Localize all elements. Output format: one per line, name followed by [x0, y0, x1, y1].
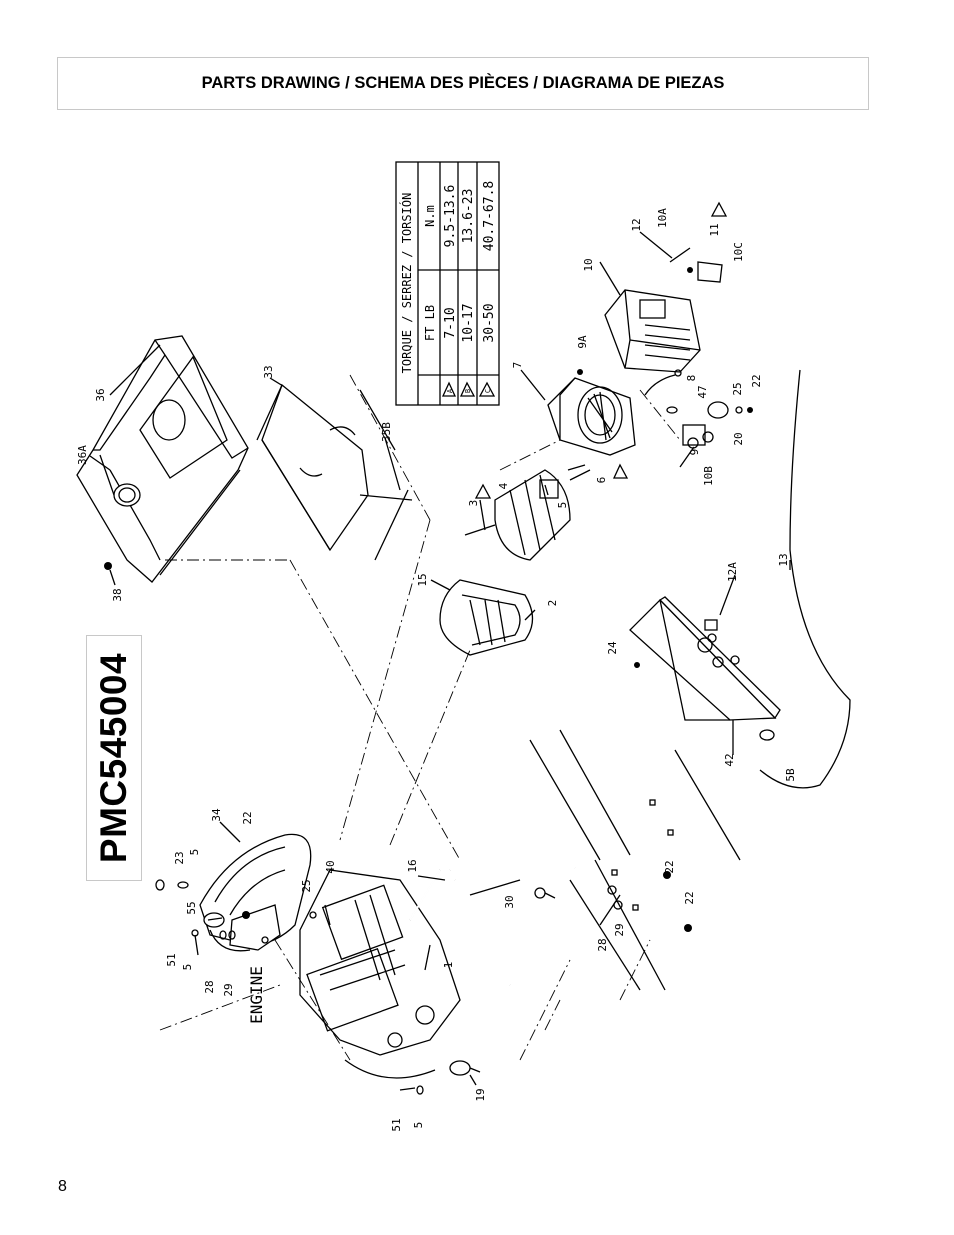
page-title: PARTS DRAWING / SCHEMA DES PIÈCES / DIAG…: [201, 74, 725, 92]
label-24: 24: [606, 641, 619, 655]
engine: [299, 869, 481, 1079]
header-box: PARTS DRAWING / SCHEMA DES PIÈCES / DIAG…: [57, 57, 869, 110]
label-28-b: 28: [596, 938, 609, 951]
tank-bracket: [256, 383, 413, 561]
leader-lines: [89, 231, 791, 1086]
label-2: 2: [546, 600, 559, 607]
label-23: 23: [173, 851, 186, 864]
label-9a: 9A: [576, 335, 589, 349]
page-number: 8: [58, 1178, 67, 1195]
label-30: 30: [503, 895, 516, 908]
control-housing: [604, 247, 723, 373]
label-15: 15: [416, 573, 429, 586]
triangle-c-icon: [474, 483, 492, 499]
svg-text:A: A: [446, 388, 454, 393]
triangle-a-icon: A: [441, 381, 457, 397]
label-22-b: 22: [663, 860, 676, 873]
label-11: 11: [708, 223, 721, 236]
label-47: 47: [696, 385, 709, 398]
label-33: 33: [262, 365, 275, 378]
label-10b: 10B: [702, 466, 715, 486]
label-38: 38: [111, 588, 124, 601]
label-1: 1: [442, 962, 455, 969]
label-55: 55: [185, 901, 198, 914]
label-6: 6: [595, 477, 608, 484]
label-13: 13: [777, 553, 790, 566]
triangle-a-icon: [710, 201, 728, 217]
torque-row-a-ftlb: 7-10: [443, 307, 458, 338]
label-16: 16: [406, 859, 419, 872]
label-29-b: 29: [613, 923, 626, 936]
label-29-a: 29: [222, 983, 235, 996]
label-5b: 5B: [784, 768, 797, 782]
wire-harness: [759, 369, 851, 789]
triangle-c-icon: C: [478, 381, 496, 397]
label-12: 12: [630, 218, 643, 231]
label-8: 8: [685, 375, 698, 382]
label-7: 7: [511, 362, 524, 369]
svg-text:C: C: [484, 389, 492, 393]
triangle-b-icon: B: [459, 381, 476, 397]
torque-row-c-ftlb: 30-50: [482, 303, 497, 342]
rotor: [464, 469, 591, 561]
small-parts: [104, 369, 753, 1095]
label-51-b: 51: [390, 1118, 403, 1131]
torque-header-nm: N.m: [423, 205, 437, 227]
label-34: 34: [210, 808, 223, 822]
assembly-lines: [159, 374, 681, 1061]
svg-text:B: B: [464, 389, 472, 393]
triangle-b-icon: [612, 463, 629, 479]
label-22-d: 22: [750, 374, 763, 387]
label-22-a: 22: [241, 811, 254, 824]
label-22-c: 22: [683, 891, 696, 904]
torque-table: TORQUE / SERREZ / TORSIÓN FT LB N.m A 7-…: [395, 161, 500, 406]
label-12a: 12A: [726, 562, 739, 582]
label-25-b: 25: [731, 382, 744, 395]
label-9: 9: [688, 449, 701, 456]
label-10a: 10A: [656, 208, 669, 228]
muffler: [199, 833, 312, 952]
stator: [547, 369, 636, 456]
torque-header-ftlb: FT LB: [423, 305, 437, 341]
label-5-a: 5: [188, 849, 201, 856]
torque-row-b-nm: 13.6-23: [461, 189, 476, 244]
frame: [448, 725, 744, 1004]
label-20: 20: [732, 432, 745, 445]
fuel-tank: [76, 335, 249, 583]
alternator-adapter: [439, 579, 534, 656]
label-3: 3: [467, 500, 480, 507]
label-36: 36: [94, 388, 107, 401]
torque-row-b-ftlb: 10-17: [461, 303, 476, 342]
torque-row-c-nm: 40.7-67.8: [482, 181, 497, 251]
control-panel: [629, 596, 781, 741]
label-25-a: 25: [300, 879, 313, 892]
label-5-d: 5: [556, 502, 569, 509]
model-box: PMC545004: [86, 635, 142, 881]
label-28-a: 28: [203, 980, 216, 993]
label-10: 10: [582, 258, 595, 271]
label-10c: 10C: [732, 242, 745, 262]
label-36a: 36A: [76, 445, 89, 465]
label-5-c: 5: [412, 1122, 425, 1129]
label-42: 42: [723, 753, 736, 766]
torque-row-a-nm: 9.5-13.6: [443, 185, 458, 248]
label-19: 19: [474, 1088, 487, 1101]
label-5-b: 5: [181, 964, 194, 971]
label-4: 4: [497, 482, 510, 489]
torque-table-title: TORQUE / SERREZ / TORSIÓN: [399, 193, 414, 374]
label-40: 40: [324, 860, 337, 873]
engine-label: ENGINE: [247, 966, 266, 1024]
label-51-a: 51: [165, 953, 178, 966]
part-labels: 36A 36 33 35B 38 34 22 23 5 55 51 5 28 2…: [76, 201, 797, 1132]
label-35b: 35B: [380, 422, 393, 442]
